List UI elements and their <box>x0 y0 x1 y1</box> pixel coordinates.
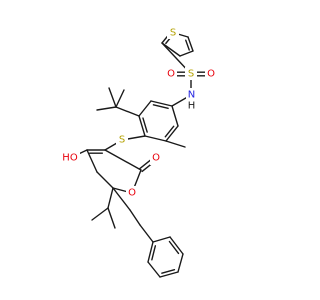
svg-text:N: N <box>188 90 195 101</box>
bond-t3-t4 <box>187 36 194 52</box>
bond-t3-t4-inner <box>185 39 190 51</box>
bond-A6-A1 <box>150 100 173 107</box>
bond-R6-R1 <box>104 149 142 171</box>
svg-text:O: O <box>152 153 160 164</box>
svg-text:O: O <box>167 69 175 80</box>
bond-P2-P3 <box>169 236 184 255</box>
bond-A4-A5 <box>138 115 146 137</box>
svg-text:O: O <box>207 69 215 80</box>
atom-s-sulfonyl: S <box>185 67 197 80</box>
svg-text:O: O <box>128 188 136 199</box>
bond-t4-t5 <box>179 50 194 57</box>
atom-o-sulfonyl-right: O <box>205 67 217 80</box>
bond-A2-A3 <box>165 125 179 142</box>
bond-P6-Ph1-inner <box>151 245 157 261</box>
bond-P2-P3-inner <box>168 240 180 255</box>
bond-R2-R3 <box>86 149 98 173</box>
bond-Ph1-P2 <box>152 236 171 243</box>
svg-text:S: S <box>119 135 125 146</box>
atom-o-sulfonyl-left: O <box>165 67 177 80</box>
bond-P5-P6 <box>147 261 161 278</box>
bond-P6-Ph1 <box>147 241 154 263</box>
bond-P4-P5 <box>159 271 179 278</box>
bond-E2-Ph1 <box>139 224 154 243</box>
bond-Cq-tb1 <box>108 87 117 108</box>
bond-A4-A5-inner <box>142 117 148 133</box>
molecule-structure: S S O O N H S HO <box>60 26 217 278</box>
atom-o-carbonyl: O <box>150 151 162 165</box>
atom-n-sulfonamide: N <box>186 88 197 101</box>
bond-A1-A2 <box>171 105 179 127</box>
bond-t5-t1 <box>161 42 181 57</box>
atom-o-ring: O <box>126 186 138 200</box>
bond-A3-A4 <box>144 135 167 142</box>
atom-s-thioether: S <box>116 133 128 147</box>
bond-Ci-iM2 <box>107 207 116 229</box>
bond-Cq-tb2 <box>96 106 117 111</box>
bond-A5-A6 <box>138 100 152 117</box>
bond-R3-R4 <box>96 171 114 189</box>
svg-text:H: H <box>188 101 196 112</box>
bond-A6-A1-inner <box>152 104 169 110</box>
svg-text:HO: HO <box>62 153 78 164</box>
bond-P3-P4 <box>177 253 184 273</box>
atom-oh-hydroxyl: HO <box>60 151 80 165</box>
bond-A3-Me <box>165 140 186 148</box>
bond-E1-E2 <box>129 209 141 226</box>
atom-label-layer: S S O O N H S HO <box>60 26 217 200</box>
bond-P4-P5-inner <box>161 268 176 274</box>
bond-Ci-iM1 <box>91 207 109 221</box>
atom-s-thiophene: S <box>167 26 179 39</box>
atom-h-sulfonamide: H <box>186 100 197 112</box>
bond-A5-Cq <box>115 106 140 117</box>
bond-A2-A3-inner <box>164 125 175 138</box>
svg-text:S: S <box>170 28 176 39</box>
bond-R4-E1 <box>112 187 131 211</box>
bond-Cq-tb3 <box>115 89 125 108</box>
svg-text:S: S <box>188 69 194 80</box>
bond-R4-Ci <box>107 187 114 209</box>
